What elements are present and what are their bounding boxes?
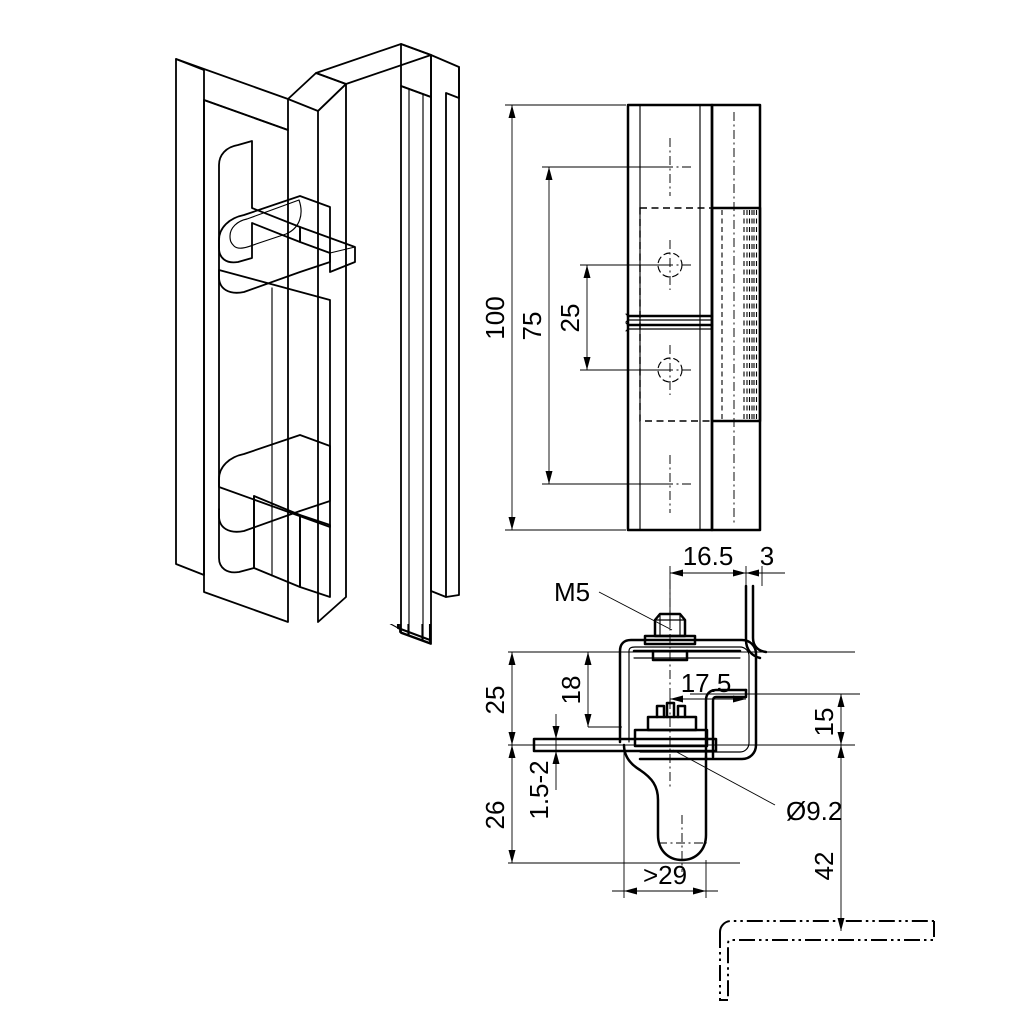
phantom-l-angle [719,920,935,1001]
section-detail-view: M5 [480,541,935,1001]
wall-profile-right [744,584,768,660]
dim-label-26: 26 [480,801,510,830]
dim-label-29: >29 [643,860,687,890]
dimension-26: 26 [480,745,516,863]
dim-label-25-detail: 25 [480,686,510,715]
thin-mounting-plate [532,737,718,753]
dimension-16-5: 16.5 [669,541,747,628]
diameter-callout: Ø9.2 [672,749,842,826]
bolt-lower [633,700,709,790]
hinge-joint-gap [625,313,714,332]
dim-label-18: 18 [556,676,586,705]
iso-final [140,40,484,645]
dimension-15: 15 [809,694,845,745]
dimension-42: 42 [809,745,845,931]
dimension-1-5-2: 1.5-2 [524,714,560,820]
dimension-25-elevation: 25 [555,264,666,371]
dimension-3: 3 [735,541,785,586]
dim-label-1-5-2: 1.5-2 [524,760,554,819]
m5-callout: M5 [554,577,673,631]
dim-label-75: 75 [517,312,547,341]
dim-label-16-5: 16.5 [683,541,734,571]
dimension-100: 100 [480,104,626,531]
dim-label-100: 100 [480,296,510,339]
thread-hatching [746,210,758,419]
dimension-17-5: 17.5 [669,668,746,706]
dim-label-15: 15 [809,708,839,737]
isometric-view [140,40,484,645]
dim-label-m5: M5 [554,577,590,607]
hanger-hook-profile [622,688,748,872]
dim-label-42: 42 [809,852,839,881]
dimension-18: 18 [556,652,622,728]
front-elevation-view: 100 75 25 [480,103,762,532]
barrel-threaded-region [710,112,762,524]
dimension-min-29: >29 [612,745,718,898]
dimension-75: 75 [517,166,666,485]
dim-label-25-elevation: 25 [555,304,585,333]
dim-label-dia: Ø9.2 [786,796,842,826]
dim-label-17-5: 17.5 [681,668,732,698]
dim-label-3: 3 [760,541,774,571]
dimension-25-detail: 25 [480,652,516,745]
